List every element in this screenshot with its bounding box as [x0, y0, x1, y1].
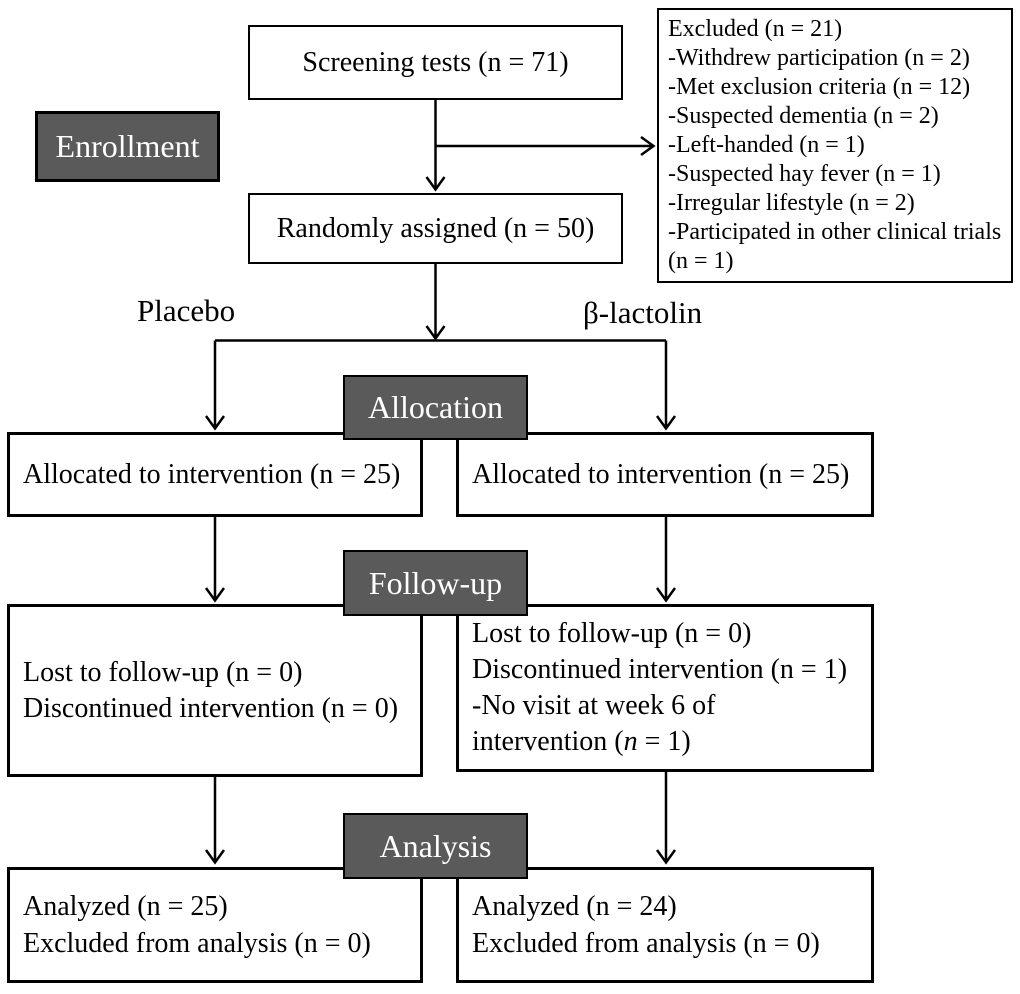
followup-left-line: Lost to follow-up (n = 0)	[23, 656, 303, 688]
followup-right-line-italic-n: intervention (n = 1)	[472, 724, 847, 760]
analysis-right-line: Analyzed (n = 24)	[472, 891, 677, 922]
screening-box-label: Screening tests (n = 71)	[302, 46, 569, 78]
followup-right-line: Lost to follow-up (n = 0)	[472, 618, 752, 649]
allocation-right-label: Allocated to intervention (n = 25)	[472, 458, 850, 490]
analysis-left-line: Excluded from analysis (n = 0)	[23, 928, 371, 959]
followup-right-last-italic-n: n	[623, 726, 638, 757]
allocation-left-box: Allocated to intervention (n = 25)	[7, 432, 423, 517]
arrow-screening-to-randomized	[425, 100, 446, 192]
analysis-stage-label: Analysis	[379, 827, 492, 864]
arm-label-placebo: Placebo	[137, 293, 236, 328]
screening-box: Screening tests (n = 71)	[248, 25, 623, 100]
arm-label-beta-lactolin: β-lactolin	[583, 295, 703, 330]
excluded-title: Excluded (n = 21)	[668, 16, 843, 42]
enrollment-stage-label: Enrollment	[55, 128, 200, 164]
followup-left-box: Lost to follow-up (n = 0) Discontinued i…	[7, 604, 423, 777]
allocation-stage-label: Allocation	[367, 389, 504, 425]
allocation-left-label: Allocated to intervention (n = 25)	[23, 458, 401, 490]
arrow-screening-to-excluded	[435, 135, 656, 157]
excluded-item: -Participated in other clinical trials (…	[668, 219, 1002, 274]
followup-right-last-pre: intervention (	[472, 726, 624, 757]
arrow-followup-to-analysis-right	[655, 772, 677, 865]
analysis-left-box: Analyzed (n = 25) Excluded from analysis…	[7, 867, 423, 983]
allocation-stage-band: Allocation	[343, 375, 528, 440]
allocation-right-box: Allocated to intervention (n = 25)	[456, 432, 874, 517]
arrow-split-to-allocation-left	[204, 340, 226, 431]
arrow-allocation-to-followup-left	[204, 517, 226, 603]
excluded-box-lines: Excluded (n = 21) -Withdrew participatio…	[659, 15, 1011, 276]
enrollment-stage-band: Enrollment	[35, 111, 220, 182]
randomized-box: Randomly assigned (n = 50)	[248, 193, 623, 264]
analysis-left-line: Analyzed (n = 25)	[23, 891, 228, 922]
excluded-item: -Suspected dementia (n = 2)	[668, 103, 939, 129]
followup-right-line: Discontinued intervention (n = 1)	[472, 654, 848, 685]
excluded-item: -Met exclusion criteria (n = 12)	[668, 74, 971, 100]
followup-stage-band: Follow-up	[343, 550, 528, 616]
followup-left-line: Discontinued intervention (n = 0)	[23, 692, 399, 724]
excluded-item: -Irregular lifestyle (n = 2)	[668, 190, 915, 216]
analysis-stage-band: Analysis	[343, 813, 528, 879]
analysis-right-line: Excluded from analysis (n = 0)	[472, 928, 820, 959]
randomized-box-label: Randomly assigned (n = 50)	[276, 212, 595, 244]
excluded-item: -Withdrew participation (n = 2)	[668, 45, 970, 71]
arrow-allocation-to-followup-right	[655, 517, 677, 603]
excluded-box: Excluded (n = 21) -Withdrew participatio…	[657, 8, 1013, 283]
analysis-right-box: Analyzed (n = 24) Excluded from analysis…	[456, 867, 874, 983]
arrow-randomized-to-split	[425, 264, 446, 341]
excluded-item: -Suspected hay fever (n = 1)	[668, 161, 941, 187]
followup-right-line: -No visit at week 6 of	[472, 690, 716, 721]
arrow-split-to-allocation-right	[655, 340, 677, 431]
followup-stage-label: Follow-up	[368, 564, 503, 601]
followup-right-last-post: = 1)	[637, 726, 691, 757]
followup-right-box: Lost to follow-up (n = 0) Discontinued i…	[456, 604, 874, 772]
arrow-followup-to-analysis-left	[204, 777, 226, 865]
excluded-item: -Left-handed (n = 1)	[668, 132, 865, 158]
